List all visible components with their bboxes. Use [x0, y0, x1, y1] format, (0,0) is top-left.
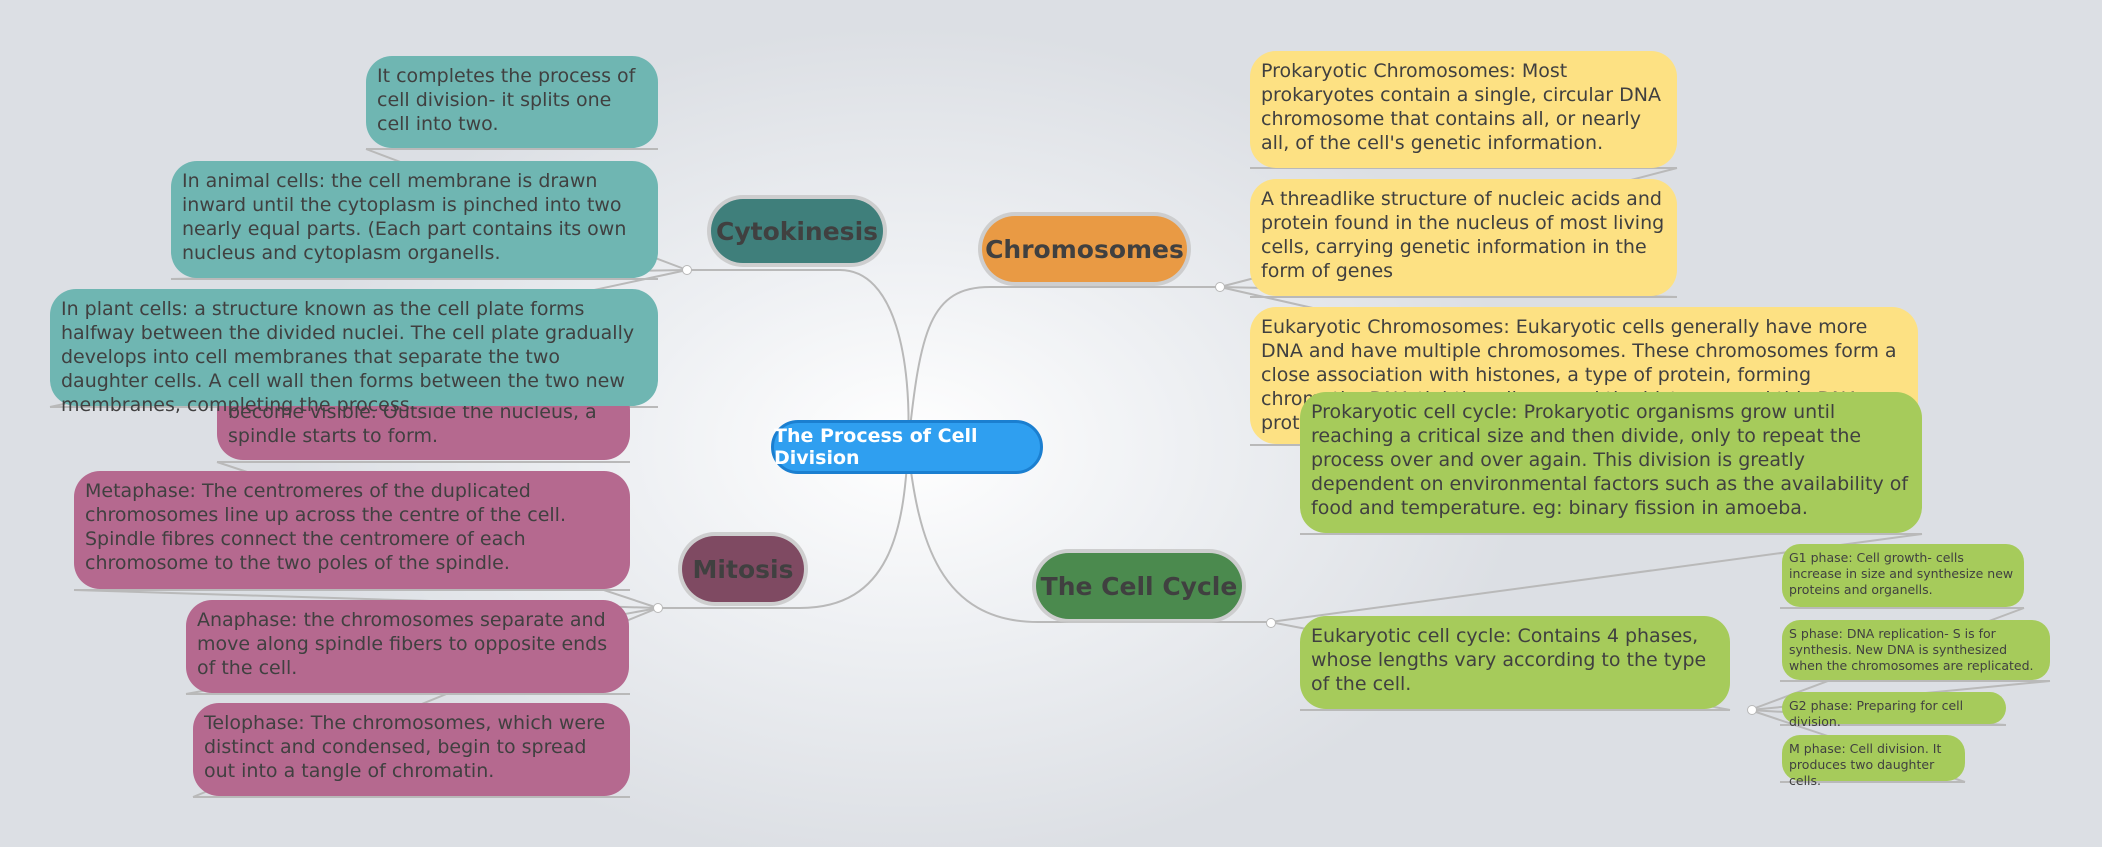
mitosis-topic[interactable]: Mitosis [682, 536, 804, 602]
cytokinesis-leaf-plant-cells[interactable]: In plant cells: a structure known as the… [50, 289, 658, 416]
cell-cycle-leaf-eukaryotic[interactable]: Eukaryotic cell cycle: Contains 4 phases… [1300, 616, 1730, 709]
chromosomes-topic[interactable]: Chromosomes [982, 216, 1187, 282]
chromosomes-leaf-definition[interactable]: A threadlike structure of nucleic acids … [1250, 179, 1677, 296]
cytokinesis-leaf-animal-cells[interactable]: In animal cells: the cell membrane is dr… [171, 161, 658, 278]
phase-g1[interactable]: G1 phase: Cell growth- cells increase in… [1782, 544, 2024, 607]
cell-cycle-leaf-prokaryotic[interactable]: Prokaryotic cell cycle: Prokaryotic orga… [1300, 392, 1922, 533]
cytokinesis-topic[interactable]: Cytokinesis [711, 199, 883, 263]
mitosis-leaf-metaphase[interactable]: Metaphase: The centromeres of the duplic… [74, 471, 630, 589]
mitosis-leaf-telophase[interactable]: Telophase: The chromosomes, which were d… [193, 703, 630, 796]
junction-dot [653, 603, 663, 613]
junction-dot [682, 265, 692, 275]
phase-g2[interactable]: G2 phase: Preparing for cell division. [1782, 692, 2006, 729]
chromosomes-leaf-prokaryotic[interactable]: Prokaryotic Chromosomes: Most prokaryote… [1250, 51, 1677, 168]
junction-dot [1747, 705, 1757, 715]
phase-s[interactable]: S phase: DNA replication- S is for synth… [1782, 620, 2050, 680]
phase-m[interactable]: M phase: Cell division. It produces two … [1782, 735, 1965, 788]
cell-cycle-topic[interactable]: The Cell Cycle [1036, 553, 1242, 619]
mitosis-leaf-anaphase[interactable]: Anaphase: the chromosomes separate and m… [186, 600, 629, 693]
junction-dot [1215, 282, 1225, 292]
central-topic[interactable]: The Process of Cell Division [771, 420, 1043, 474]
cytokinesis-leaf-definition[interactable]: It completes the process of cell divisio… [366, 56, 658, 148]
junction-dot [1266, 618, 1276, 628]
